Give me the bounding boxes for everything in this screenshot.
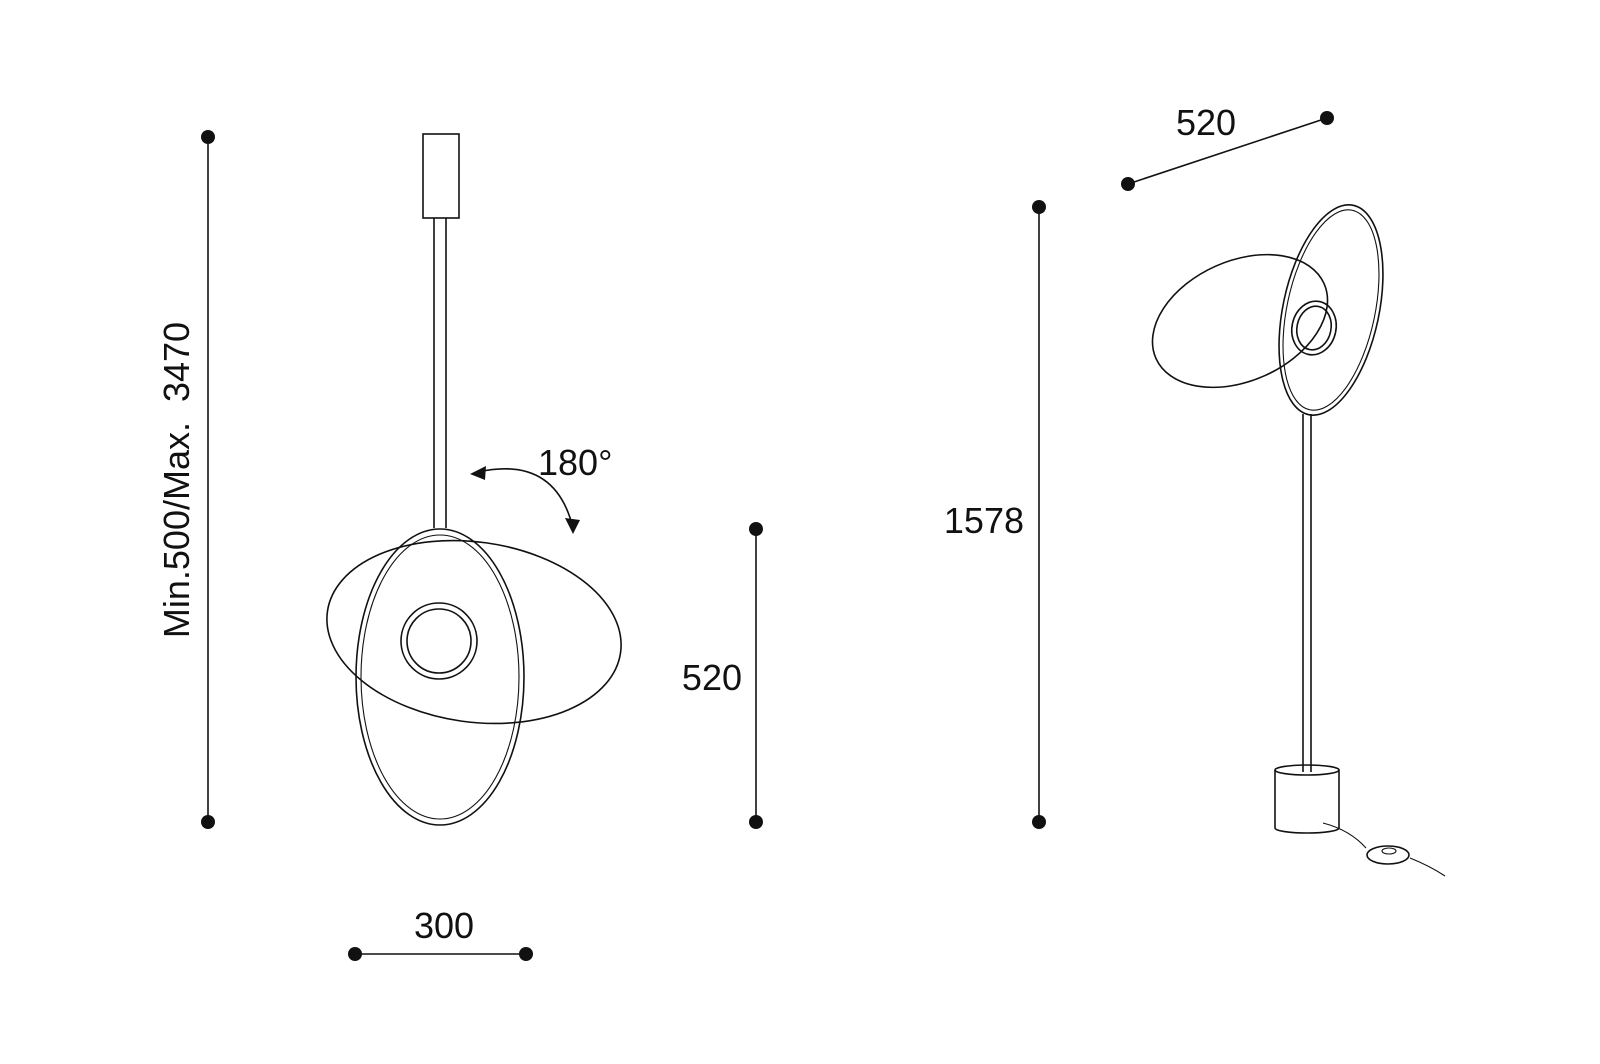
floor-height-dimension: [1032, 200, 1046, 829]
light-ring-inner: [406, 608, 472, 674]
rear-shade: [326, 539, 622, 725]
floor-front-shade-inner: [1282, 209, 1380, 411]
floor-lamp: [1151, 204, 1446, 877]
rotation-arrow: [470, 466, 580, 534]
front-shade-outer: [355, 528, 525, 826]
height-range-dimension: [201, 130, 215, 829]
light-ring-outer: [400, 602, 478, 680]
pendant-lamp: [326, 133, 622, 826]
floor-base-top: [1274, 764, 1340, 776]
ceiling-canopy: [422, 133, 460, 219]
shade-width-dimension: [348, 947, 533, 961]
foot-switch: [1366, 845, 1410, 865]
floor-height-label: 1578: [944, 500, 1024, 541]
floor-cable: [1322, 822, 1367, 849]
height-range-label: Min.500/Max. 3470: [156, 322, 197, 638]
floor-front-shade-outer: [1278, 204, 1384, 416]
floor-width-dimension: [1121, 111, 1334, 191]
shade-height-label: 520: [682, 657, 742, 698]
floor-light-ring-outer: [1290, 300, 1338, 356]
rotation-label: 180°: [538, 442, 612, 483]
floor-base-bottom: [1274, 827, 1340, 834]
shade-height-dimension: [749, 522, 763, 829]
floor-back-shade: [1151, 253, 1329, 389]
front-shade-inner: [360, 534, 520, 820]
shade-width-label: 300: [414, 905, 474, 946]
floor-light-ring-inner: [1295, 305, 1333, 351]
floor-width-label: 520: [1176, 102, 1236, 143]
